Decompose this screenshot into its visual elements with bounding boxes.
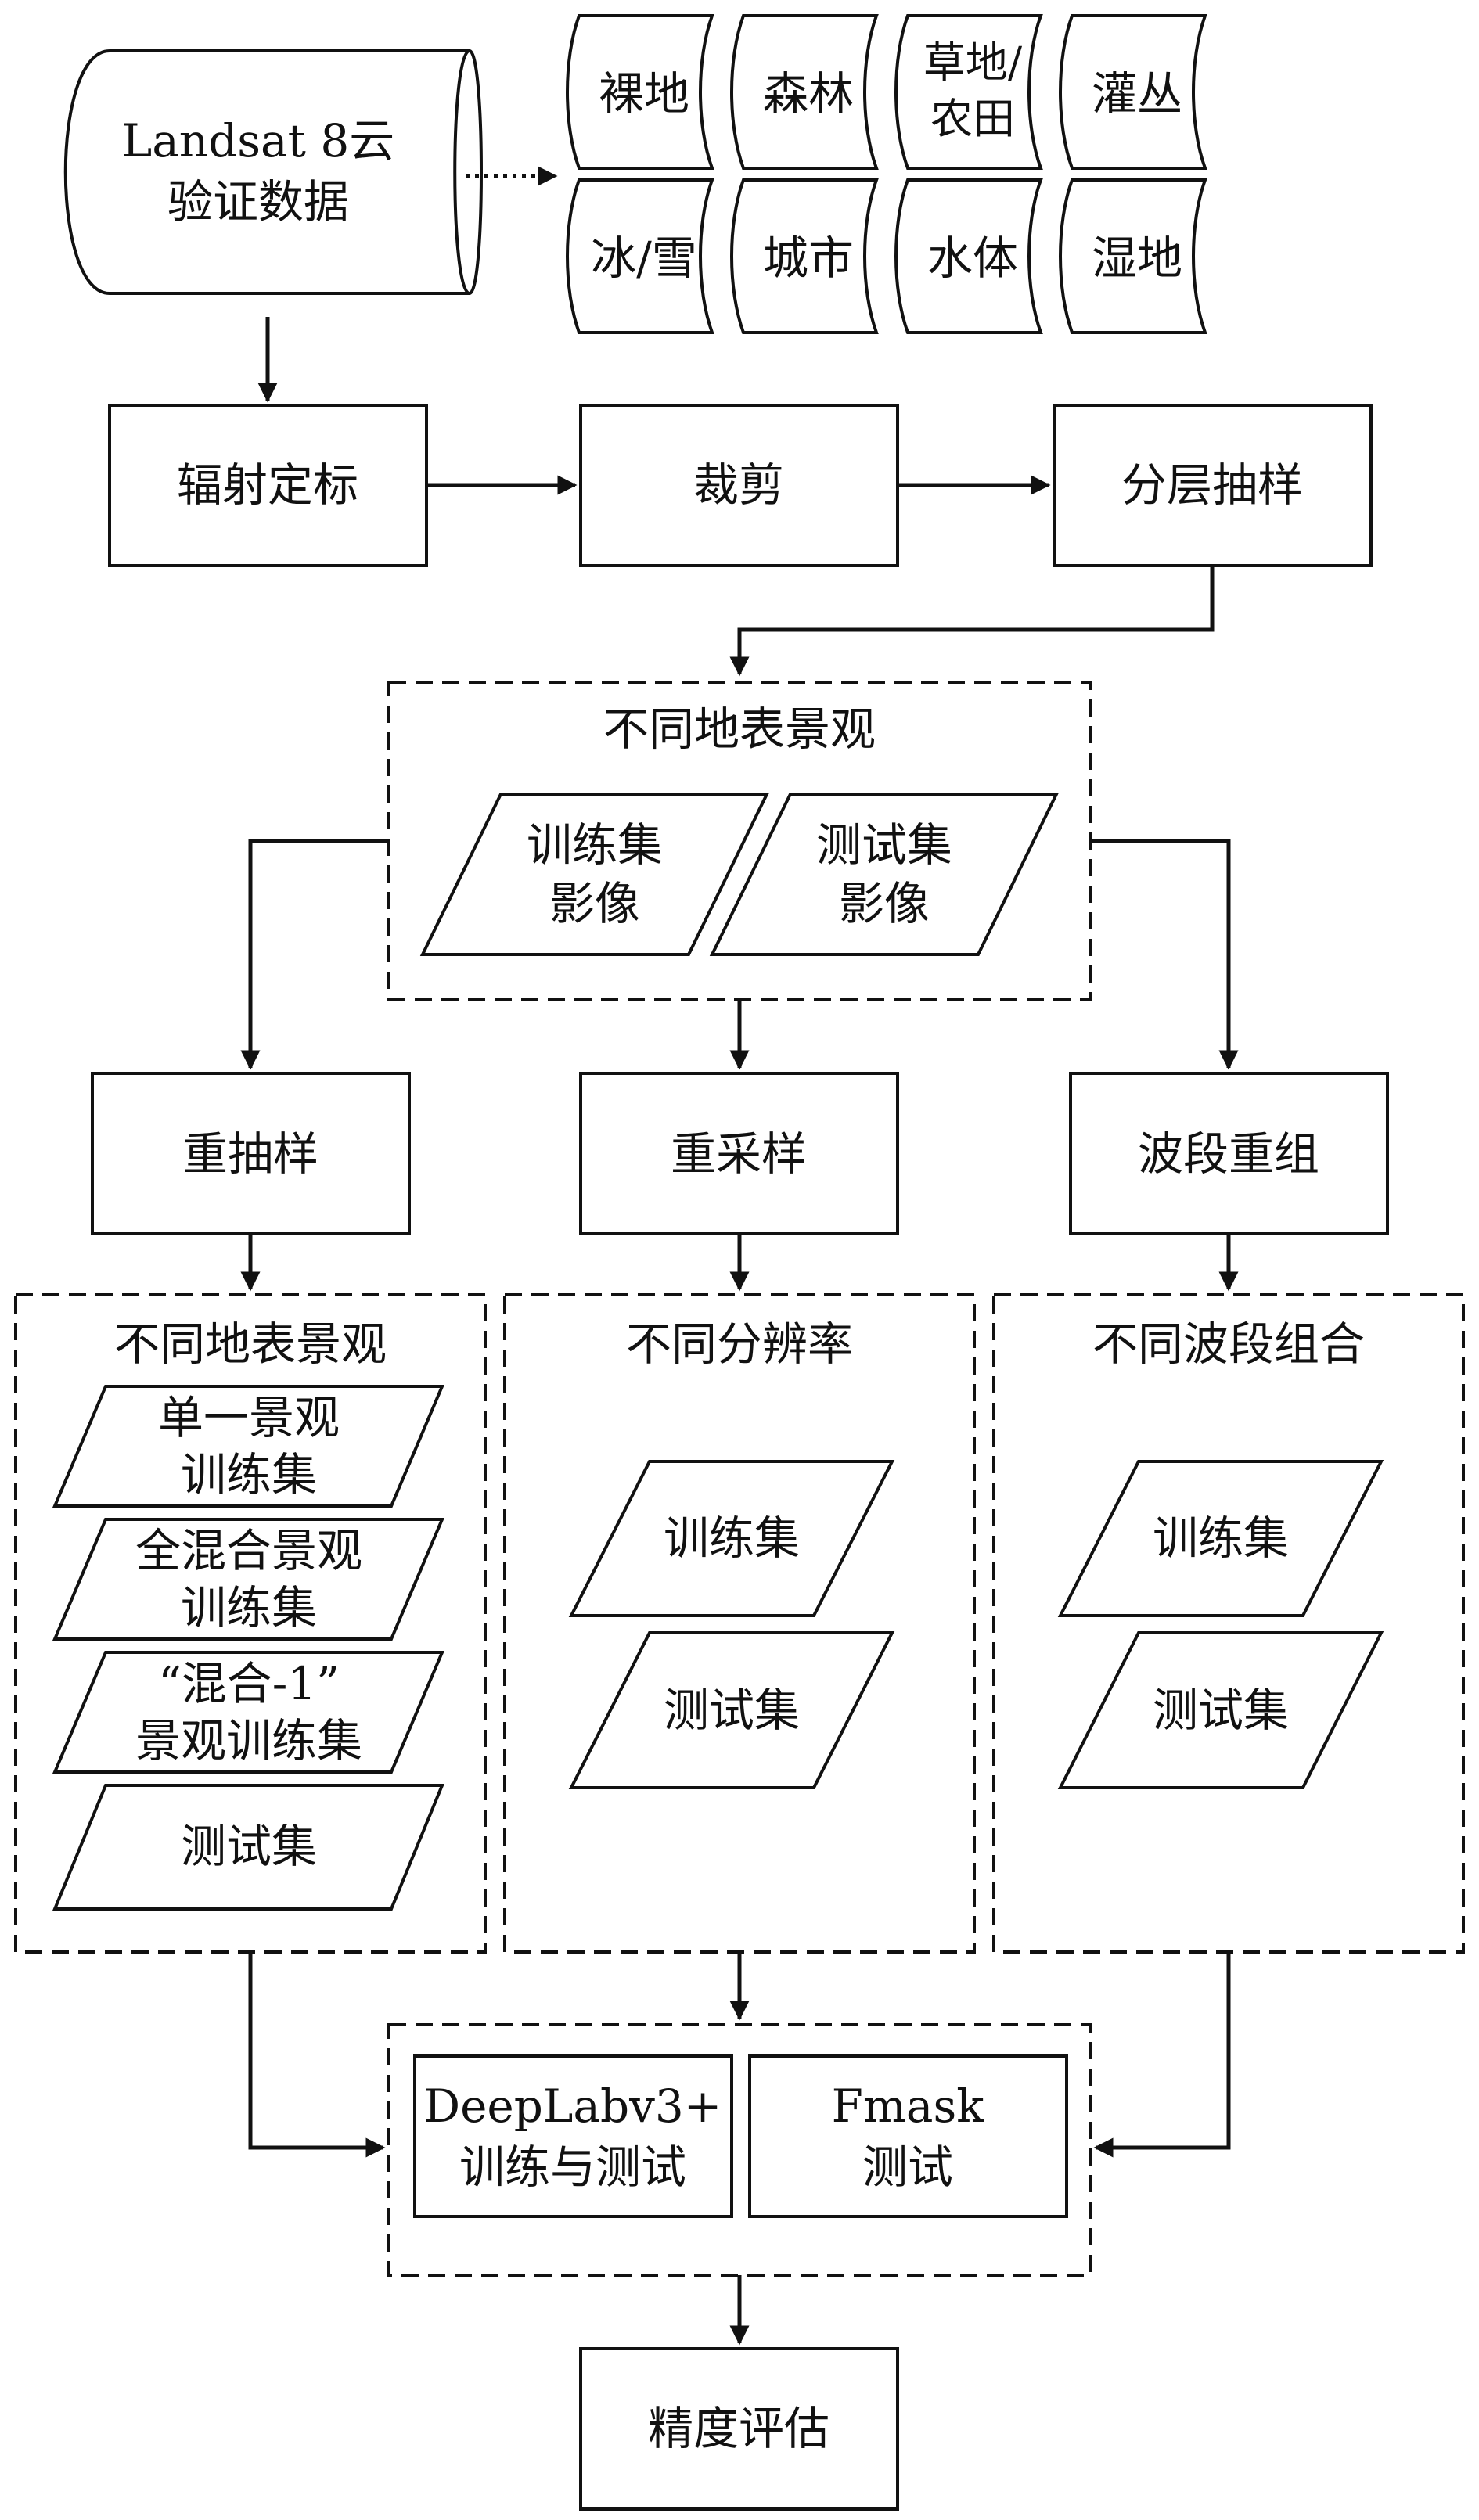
- landcover-label: 冰/雪: [591, 232, 697, 285]
- landcover-label: 城市: [763, 232, 854, 285]
- landscape-sets-to-models-arrow: [248, 1952, 386, 2158]
- band-recombine-box: 波段重组: [1069, 1072, 1389, 1235]
- band-train-parallelogram: 训练集: [1057, 1460, 1384, 1617]
- band-test-label: 测试集: [1153, 1684, 1289, 1737]
- clip-box: 裁剪: [579, 404, 899, 567]
- fmask-label: 测试: [862, 2141, 953, 2194]
- landcover-tile-forest: 森林: [730, 14, 879, 170]
- landcover-tile-shrub: 灌丛: [1059, 14, 1207, 170]
- landcover-label: 森林: [763, 67, 854, 120]
- landcover-tile-wetland: 湿地: [1059, 178, 1207, 334]
- train-images-parallelogram: 训练集 影像: [419, 793, 770, 956]
- mixed-minus-one-train-label: 景观训练集: [135, 1714, 362, 1767]
- landscape-datasets-group: 不同地表景观 单一景观 训练集 全混合景观 训练集 “混合-1” 景观训练集 测…: [14, 1293, 487, 1954]
- deeplab-label: DeepLabv3+: [424, 2080, 722, 2133]
- stratified-sampling-box: 分层抽样: [1053, 404, 1373, 567]
- landcover-label: 草地/: [923, 38, 1023, 88]
- band-test-parallelogram: 测试集: [1057, 1631, 1384, 1789]
- landscape-datasets-title: 不同地表景观: [114, 1318, 387, 1371]
- landscape-test-label: 测试集: [181, 1820, 317, 1873]
- band-recombine-label: 波段重组: [1138, 1127, 1319, 1181]
- test-images-label: 影像: [839, 877, 930, 930]
- band-datasets-title: 不同波段组合: [1092, 1318, 1365, 1371]
- landcover-tile-grass-farmland: 草地/ 农田: [894, 14, 1043, 170]
- landscape-test-parallelogram: 测试集: [52, 1784, 444, 1911]
- deeplab-label: 训练与测试: [459, 2141, 686, 2194]
- band-sets-to-models-arrow: [1093, 1952, 1231, 2158]
- test-images-parallelogram: 测试集 影像: [709, 793, 1060, 956]
- clip-label: 裁剪: [693, 458, 784, 512]
- landsat-source-cylinder: Landsat 8云 验证数据: [63, 49, 483, 295]
- fmask-box: Fmask 测试: [748, 2054, 1068, 2218]
- train-images-label: 影像: [549, 877, 640, 930]
- resolution-datasets-group: 不同分辨率 训练集 测试集: [503, 1293, 976, 1954]
- resolution-train-label: 训练集: [664, 1512, 800, 1565]
- band-train-label: 训练集: [1153, 1512, 1289, 1565]
- models-group: DeepLabv3+ 训练与测试 Fmask 测试: [387, 2023, 1092, 2277]
- deeplab-box: DeepLabv3+ 训练与测试: [413, 2054, 733, 2218]
- resubsample-box: 重抽样: [91, 1072, 411, 1235]
- full-mixed-train-parallelogram: 全混合景观 训练集: [52, 1518, 445, 1641]
- landscape-to-resubsample-arrow: [240, 839, 389, 1070]
- source-line-1: Landsat 8云: [122, 114, 395, 167]
- accuracy-evaluation-label: 精度评估: [648, 2402, 829, 2455]
- mixed-minus-one-train-label: “混合-1”: [158, 1657, 340, 1710]
- resolution-test-parallelogram: 测试集: [568, 1631, 895, 1789]
- landcover-tile-ice-snow: 冰/雪: [566, 178, 714, 334]
- source-line-2: 验证数据: [167, 175, 349, 228]
- stratified-to-landscape-arrow: [729, 566, 1215, 677]
- resolution-datasets-title: 不同分辨率: [626, 1318, 853, 1371]
- landscape-images-title: 不同地表景观: [603, 703, 876, 756]
- single-landscape-train-label: 单一景观: [158, 1391, 340, 1444]
- landcover-label: 农田: [930, 95, 1015, 144]
- fmask-label: Fmask: [832, 2080, 985, 2133]
- resolution-train-parallelogram: 训练集: [568, 1460, 895, 1617]
- band-datasets-group: 不同波段组合 训练集 测试集: [992, 1293, 1465, 1954]
- mixed-minus-one-train-parallelogram: “混合-1” 景观训练集: [52, 1651, 445, 1774]
- full-mixed-train-label: 全混合景观: [135, 1524, 362, 1577]
- resubsample-label: 重抽样: [182, 1127, 318, 1181]
- landcover-tiles: 裸地 森林 草地/ 农田 灌丛 冰/雪 城市 水体 湿地: [566, 14, 1207, 334]
- accuracy-evaluation-box: 精度评估: [579, 2347, 899, 2511]
- full-mixed-train-label: 训练集: [181, 1581, 317, 1634]
- landcover-label: 水体: [927, 232, 1018, 285]
- landcover-label: 灌丛: [1092, 67, 1182, 120]
- radiometric-calibration-box: 辐射定标: [108, 404, 428, 567]
- landcover-tile-bare: 裸地: [566, 14, 714, 170]
- radiometric-calibration-label: 辐射定标: [177, 458, 358, 512]
- train-images-label: 训练集: [527, 818, 663, 872]
- single-landscape-train-label: 训练集: [181, 1448, 317, 1501]
- landscape-to-band-arrow: [1090, 839, 1239, 1070]
- resolution-test-label: 测试集: [664, 1684, 800, 1737]
- landcover-label: 裸地: [599, 67, 689, 120]
- landcover-tile-urban: 城市: [730, 178, 879, 334]
- landcover-tile-water: 水体: [894, 178, 1043, 334]
- test-images-label: 测试集: [816, 818, 952, 872]
- landcover-label: 湿地: [1092, 232, 1182, 285]
- resample-label: 重采样: [671, 1127, 807, 1181]
- landscape-images-group: 不同地表景观 训练集 影像 测试集 影像: [387, 681, 1092, 1001]
- stratified-sampling-label: 分层抽样: [1121, 458, 1303, 512]
- resample-box: 重采样: [579, 1072, 899, 1235]
- single-landscape-train-parallelogram: 单一景观 训练集: [52, 1385, 445, 1508]
